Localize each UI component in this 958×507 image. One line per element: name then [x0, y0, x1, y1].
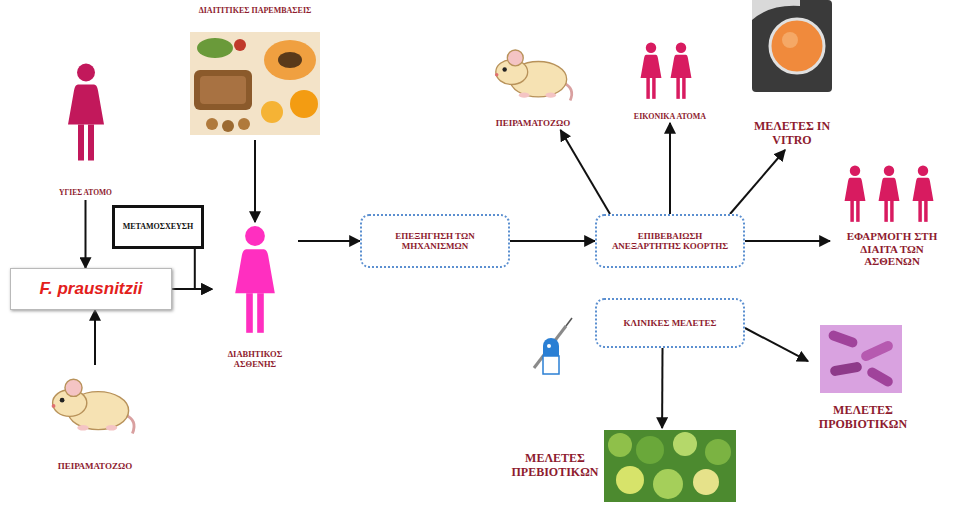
arrow-connector — [85, 200, 87, 268]
process-box: ΚΛΙΝΙΚΕΣ ΜΕΛΕΤΕΣ — [595, 298, 745, 348]
woman-icon — [845, 166, 866, 222]
bacterium-box: F. prausnitzii — [10, 268, 172, 310]
patients-icon-node: ΕΦΑΡΜΟΓΗ ΣΤΗ ΔΙΑΙΤΑ ΤΩΝ ΑΣΘΕΝΩΝ — [830, 160, 954, 270]
node-label: ΜΕΛΕΤΕΣ ΠΡΟΒΙΟΤΙΚΩΝ — [810, 404, 916, 432]
node-label: ΠΕΙΡΑΜΑΤΟΖΩΟ — [58, 461, 132, 471]
diet-icon-node: ΔΙΑΙΤΙΤΙΚΕΣ ΠΑΡΕΜΒΑΣΕΙΣ — [185, 4, 325, 140]
process-box: ΕΠΕΞΗΓΗΣΗ ΤΩΝ ΜΗΧΑΝΙΣΜΩΝ — [360, 214, 510, 268]
arrow-connector — [298, 240, 360, 242]
animal-icon-node: ΠΕΙΡΑΜΑΤΟΖΩΟ — [478, 40, 588, 130]
node-label: F. prausnitzii — [40, 279, 143, 299]
node-label: ΕΙΚΟΝΙΚΑ ΑΤΟΜΑ — [634, 112, 706, 121]
in-vitro-icon-node: ΜΕΛΕΤΕΣ IN VITRO — [742, 0, 842, 150]
arrow-connector — [510, 240, 595, 242]
person-icon-node: ΥΓΙΕΣ ΑΤΟΜΟ — [48, 55, 123, 200]
node-label: ΕΠΕΞΗΓΗΣΗ ΤΩΝ ΜΗΧΑΝΙΣΜΩΝ — [370, 231, 500, 252]
arrow-connector — [745, 240, 830, 242]
arrow-connector — [661, 348, 663, 428]
prebiotics-icon-node: ΜΕΛΕΤΕΣ ΠΡΕΒΙΟΤΙΚΩΝ — [505, 428, 735, 503]
arrow-connector — [669, 123, 671, 214]
arrow-connector — [730, 150, 785, 214]
node-label: ΜΕΛΕΤΕΣ ΠΡΕΒΙΟΤΙΚΩΝ — [507, 452, 603, 480]
arrow-connector — [195, 249, 212, 289]
petri-dish-picture — [752, 0, 832, 92]
woman-icon — [641, 43, 662, 99]
woman-icon — [68, 64, 104, 161]
rat-icon — [495, 50, 572, 100]
medicine-icon — [534, 318, 572, 374]
process-box: ΜΕΤΑΜΟΣΧΕΥΣΗ — [112, 205, 204, 249]
patient-icon — [235, 226, 275, 333]
node-label: ΜΕΛΕΤΕΣ IN VITRO — [744, 120, 840, 148]
probiotics-icon-node: ΜΕΛΕΤΕΣ ΠΡΟΒΙΟΤΙΚΩΝ — [808, 322, 918, 434]
node-label: ΥΓΙΕΣ ΑΤΟΜΟ — [59, 189, 112, 198]
node-label: ΚΛΙΝΙΚΕΣ ΜΕΛΕΤΕΣ — [624, 318, 717, 328]
woman-icon — [671, 43, 692, 99]
node-label: ΜΕΤΑΜΟΣΧΕΥΣΗ — [123, 222, 194, 231]
node-label: ΠΕΙΡΑΜΑΤΟΖΩΟ — [496, 118, 570, 128]
arrow-connector — [561, 130, 611, 214]
woman-icon — [879, 166, 900, 222]
persons-icon-node: ΕΙΚΟΝΙΚΑ ΑΤΟΜΑ — [625, 35, 715, 123]
vegetables-picture — [604, 430, 736, 502]
process-box: ΕΠΙΒΕΒΑΙΩΣΗ ΑΝΕΞΑΡΤΗΤΗΣ ΚΟΟΡΤΗΣ — [595, 214, 745, 268]
node-label: ΔΙΑΒΗΤΙΚΟΣ ΑΣΘΕΝΗΣ — [214, 350, 296, 370]
animal-icon-node: ΠΕΙΡΑΜΑΤΟΖΩΟ — [35, 365, 155, 473]
food-picture — [190, 32, 320, 135]
arrow-connector — [745, 328, 808, 361]
bacteria-picture — [820, 325, 902, 393]
node-label: ΕΦΑΡΜΟΓΗ ΣΤΗ ΔΙΑΙΤΑ ΤΩΝ ΑΣΘΕΝΩΝ — [832, 230, 952, 268]
arrow-connector — [254, 140, 256, 222]
patient-icon-node: ΔΙΑΒΗΤΙΚΟΣ ΑΣΘΕΝΗΣ — [212, 222, 298, 372]
node-label: ΔΙΑΙΤΙΤΙΚΕΣ ΠΑΡΕΜΒΑΣΕΙΣ — [199, 6, 312, 15]
node-label: ΕΠΙΒΕΒΑΙΩΣΗ ΑΝΕΞΑΡΤΗΤΗΣ ΚΟΟΡΤΗΣ — [605, 231, 735, 252]
arrow-connector — [94, 310, 96, 365]
rat-icon — [52, 379, 134, 433]
woman-icon — [913, 166, 934, 222]
